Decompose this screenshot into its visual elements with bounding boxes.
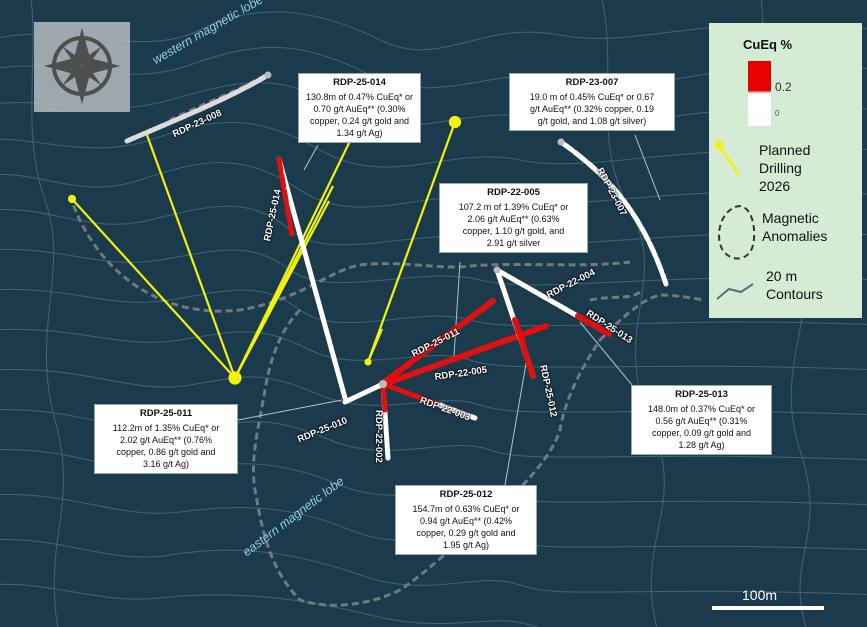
callout-line: copper, 0.29 g/t gold and <box>416 528 516 539</box>
planned-drilling-label: Planned Drilling 2026 <box>759 141 810 196</box>
map-legend: CuEq % 0.2 0 Planned Drilling <box>709 23 862 318</box>
legend-line: Anomalies <box>762 228 828 245</box>
gradient-low-label: 0 <box>775 109 780 118</box>
cueq-gradient <box>748 61 771 126</box>
callout-line: 107.2 m of 1.39% CuEq* or <box>458 201 569 212</box>
drill-traces <box>124 71 669 461</box>
callout-line: 2.06 g/t AuEq** (0.63% <box>467 213 560 224</box>
planned-drilling-symbol <box>714 140 741 176</box>
gradient-high-label: 0.2 <box>775 80 792 94</box>
callout-line: 1.34 g/t Ag) <box>336 128 383 139</box>
callout-line: 2.02 g/t AuEq** (0.76% <box>119 434 213 445</box>
callout-rdp-23-007: RDP-23-007 19.0 m of 0.45% CuEq* or 0.67… <box>509 73 675 132</box>
legend-line: 20 m <box>766 268 798 284</box>
callout-line: 148.0m of 0.37% CuEq* or <box>647 403 756 414</box>
callout-title: RDP-25-014 <box>333 77 386 88</box>
scale-line <box>712 606 824 610</box>
compass-rose-icon <box>34 22 130 112</box>
legend-line: Planned <box>759 142 811 158</box>
callout-title: RDP-25-013 <box>675 389 728 400</box>
callout-title: RDP-25-012 <box>439 489 493 500</box>
legend-line: 2026 <box>759 178 791 195</box>
legend-line: Contours <box>766 286 823 303</box>
callout-line: 1.95 g/t Ag) <box>442 540 490 551</box>
callout-line: 130.8m of 0.47% CuEq* or <box>305 91 414 102</box>
callout-line: 154.7m of 0.63% CuEq* or <box>412 503 520 514</box>
callout-line: g/t AuEq** (0.32% copper, 0.19 <box>529 103 655 114</box>
callout-line: 0.70 g/t AuEq** (0.30% <box>313 103 406 114</box>
magnetic-anomalies-label: Magnetic Anomalies <box>762 209 827 245</box>
callout-line: 0.56 g/t AuEq** (0.31% <box>655 415 748 426</box>
callout-line: g/t gold, and 1.08 g/t silver) <box>537 116 647 127</box>
contours-label: 20 m Contours <box>766 267 823 303</box>
magnetic-anomaly-symbol <box>718 205 756 260</box>
callout-rdp-25-014: RDP-25-014 130.8m of 0.47% CuEq* or 0.70… <box>298 73 421 144</box>
callout-line: copper, 0.86 g/t gold and <box>116 447 216 458</box>
legend-line: Drilling <box>759 160 802 177</box>
callout-rdp-25-012: RDP-25-012 154.7m of 0.63% CuEq* or 0.94… <box>395 485 537 556</box>
callout-rdp-25-011: RDP-25-011 112.2m of 1.35% CuEq* or 2.02… <box>94 404 238 475</box>
magnetic-anomalies <box>68 73 706 607</box>
contour-symbol <box>716 283 754 300</box>
legend-symbols <box>714 61 771 300</box>
callout-rdp-25-013: RDP-25-013 148.0m of 0.37% CuEq* or 0.56… <box>631 385 772 456</box>
callout-title: RDP-22-005 <box>487 187 540 198</box>
callout-line: 0.94 g/t AuEq** (0.42% <box>419 515 513 526</box>
planned-drilling <box>67 115 462 385</box>
hole-label-rdp-22-002: RDP-22-002 <box>373 410 384 463</box>
callout-title: RDP-23-007 <box>565 77 619 88</box>
callout-line: 19.0 m of 0.45% CuEq* or 0.67 <box>529 91 655 102</box>
callout-line: copper, 1.10 g/t gold, and <box>462 226 565 237</box>
legend-line: Magnetic <box>762 210 819 226</box>
callout-leaders <box>237 134 661 486</box>
callout-line: 3.16 g/t Ag) <box>142 459 190 470</box>
callout-line: 2.91 g/t silver <box>486 238 541 249</box>
legend-title: CuEq % <box>743 37 793 52</box>
scale-label: 100m <box>742 587 778 603</box>
callout-line: copper, 0.24 g/t gold and <box>309 116 410 127</box>
callout-title: RDP-25-011 <box>139 408 193 419</box>
callout-rdp-22-005: RDP-22-005 107.2 m of 1.39% CuEq* or 2.0… <box>439 183 588 254</box>
callout-line: 1.28 g/t Ag) <box>678 440 725 451</box>
callout-line: copper, 0.09 g/t gold and <box>651 428 752 439</box>
callout-line: 112.2m of 1.35% CuEq* or <box>112 422 220 433</box>
